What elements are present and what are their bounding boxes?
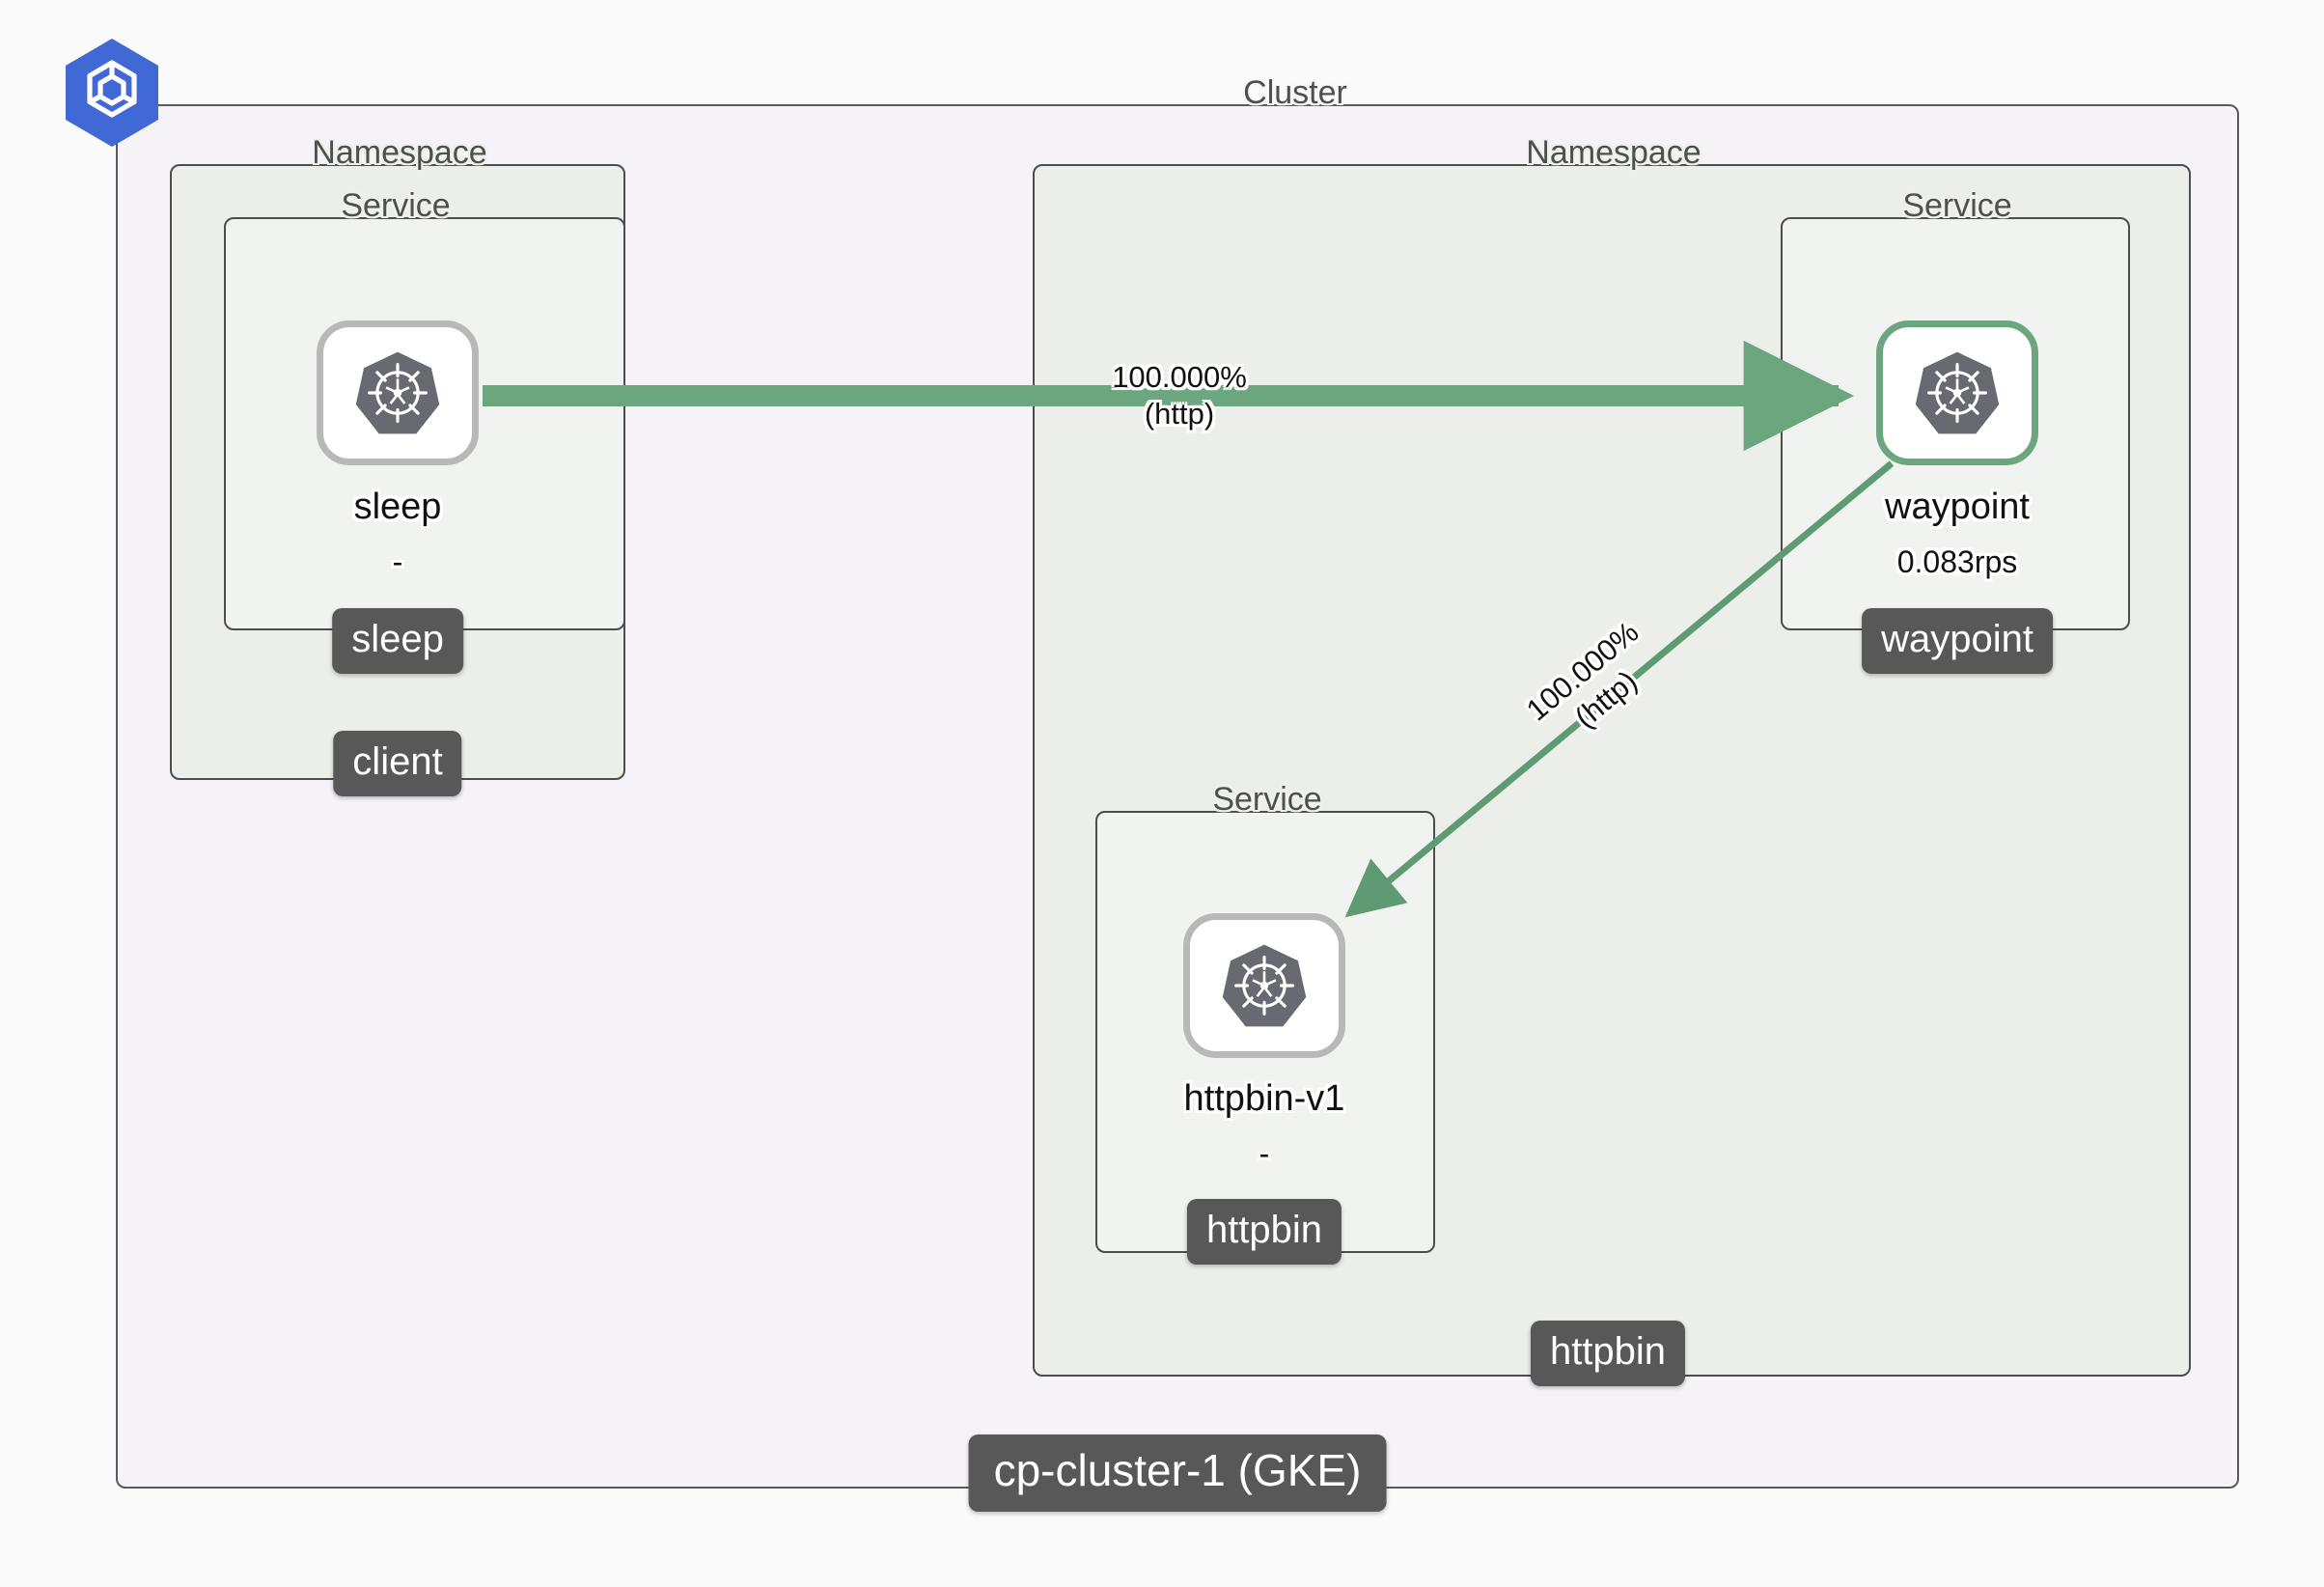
cluster-hexagon-icon [62,37,162,153]
kubernetes-icon [1915,351,2000,434]
badge-service-httpbin[interactable]: httpbin [1186,1199,1342,1265]
node-waypoint-sub: 0.083rps [1896,544,2018,579]
node-httpbin-v1[interactable] [1183,913,1345,1058]
node-sleep-label: sleep [353,487,442,527]
namespace-right-title: Namespace [1526,133,1702,171]
namespace-left-title: Namespace [312,133,487,171]
service-waypoint-title: Service [1902,186,2012,224]
service-httpbin-title: Service [1212,780,1322,818]
node-sleep[interactable] [317,320,479,465]
cluster-title: Cluster [1243,73,1347,111]
badge-namespace-client[interactable]: client [333,731,462,796]
service-sleep-title: Service [341,186,451,224]
kubernetes-icon [1222,944,1307,1027]
node-sleep-sub: - [392,544,403,579]
node-httpbin-v1-sub: - [1259,1136,1270,1171]
node-waypoint[interactable] [1876,320,2038,465]
badge-service-sleep[interactable]: sleep [332,608,463,674]
node-waypoint-label: waypoint [1885,487,2030,527]
badge-service-waypoint[interactable]: waypoint [1862,608,2053,674]
badge-cluster-name[interactable]: cp-cluster-1 (GKE) [968,1434,1387,1512]
node-httpbin-v1-label: httpbin-v1 [1183,1078,1345,1119]
kubernetes-icon [355,351,440,434]
badge-namespace-httpbin[interactable]: httpbin [1530,1321,1686,1386]
